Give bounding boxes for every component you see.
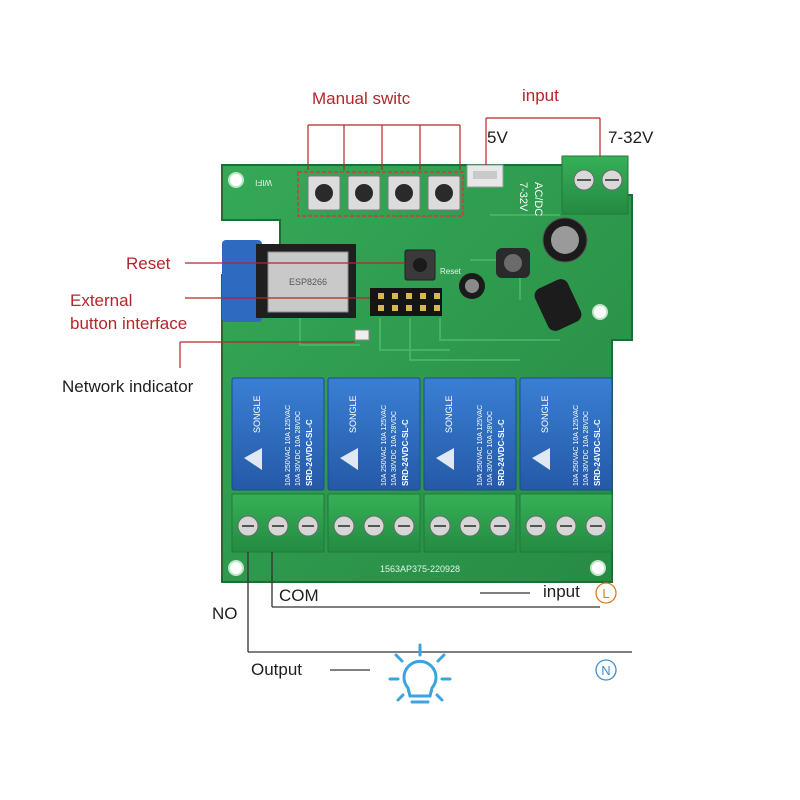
relay-model: SRD-24VDC-SL-C <box>497 419 506 486</box>
wiring-lines <box>247 552 632 671</box>
esp-module: ESP8266 <box>222 240 356 322</box>
relay-brand: SONGLE <box>540 395 550 433</box>
network-led <box>354 329 370 341</box>
power-terminal <box>561 155 629 215</box>
tact-button[interactable] <box>387 175 421 211</box>
screw-terminal <box>519 493 613 553</box>
usb-5v-connector <box>466 164 504 188</box>
lightbulb-icon <box>388 643 452 704</box>
module-print: ESP8266 <box>289 277 327 287</box>
mount-hole <box>228 560 244 576</box>
small-capacitor <box>459 273 485 299</box>
wifi-print: WIFI <box>255 178 272 187</box>
relay: SONGLE 10A 250VAC 10A 125VAC 10A 30VDC 1… <box>231 377 325 491</box>
7-32v-label: 7-32V <box>608 128 654 147</box>
screw-terminal <box>231 493 325 553</box>
l-marker-label: L <box>602 586 609 601</box>
reset-label: Reset <box>126 254 171 273</box>
inductor <box>496 248 530 278</box>
capacitor <box>542 217 588 263</box>
relay-model: SRD-24VDC-SL-C <box>593 419 602 486</box>
output-label: Output <box>251 660 303 679</box>
screw-terminal <box>423 493 517 553</box>
relay-rating: 10A 250VAC 10A 125VAC <box>381 405 388 486</box>
relay-rating: 10A 250VAC 10A 125VAC <box>477 405 484 486</box>
relay-brand: SONGLE <box>348 395 358 433</box>
serial-print: 1563AP375-220928 <box>380 564 460 574</box>
relay-brand: SONGLE <box>252 395 262 433</box>
circle-l-icon: L <box>595 582 617 604</box>
relay: SONGLE 10A 250VAC 10A 125VAC 10A 30VDC 1… <box>423 377 517 491</box>
mount-hole <box>592 304 608 320</box>
relay-rating: 10A 30VDC 10A 28VDC <box>583 411 590 486</box>
input-bottom-label: input <box>543 582 580 601</box>
circle-n-icon: N <box>595 659 617 681</box>
relay-rating: 10A 30VDC 10A 28VDC <box>295 411 302 486</box>
relay-rating: 10A 250VAC 10A 125VAC <box>285 405 292 486</box>
relay-rating: 10A 30VDC 10A 28VDC <box>391 411 398 486</box>
com-label: COM <box>279 586 319 605</box>
screw-terminal <box>327 493 421 553</box>
relay-model: SRD-24VDC-SL-C <box>305 419 314 486</box>
relay-model: SRD-24VDC-SL-C <box>401 419 410 486</box>
relay-rating: 10A 30VDC 10A 28VDC <box>487 411 494 486</box>
external-label-line1: External <box>70 291 133 310</box>
relay: SONGLE 10A 250VAC 10A 125VAC 10A 30VDC 1… <box>519 377 613 491</box>
tact-button[interactable] <box>347 175 381 211</box>
mount-hole <box>228 172 244 188</box>
reset-print: Reset <box>440 267 462 276</box>
relay: SONGLE 10A 250VAC 10A 125VAC 10A 30VDC 1… <box>327 377 421 491</box>
network-indicator-label: Network indicator <box>62 377 194 396</box>
tact-button[interactable] <box>427 175 461 211</box>
n-marker-label: N <box>601 663 610 678</box>
input-top-label: input <box>522 86 559 105</box>
manual-switch-label: Manual switc <box>312 89 411 108</box>
voltage-print-2: AC/DC <box>532 182 544 216</box>
no-label: NO <box>212 604 238 623</box>
reset-button[interactable] <box>404 249 436 281</box>
external-label-line2: button interface <box>70 314 188 333</box>
relay-brand: SONGLE <box>444 395 454 433</box>
mount-hole <box>590 560 606 576</box>
output-terminals <box>231 493 613 553</box>
manual-switch-buttons <box>297 171 464 217</box>
antenna-coil <box>534 279 582 331</box>
annotation-lines <box>179 117 601 368</box>
external-button-header <box>370 288 442 316</box>
relay-rating: 10A 250VAC 10A 125VAC <box>573 405 580 486</box>
tact-button[interactable] <box>307 175 341 211</box>
voltage-print-1: 7-32V <box>517 182 529 212</box>
relay-group: SONGLE 10A 250VAC 10A 125VAC 10A 30VDC 1… <box>231 377 613 491</box>
5v-label: 5V <box>487 128 508 147</box>
